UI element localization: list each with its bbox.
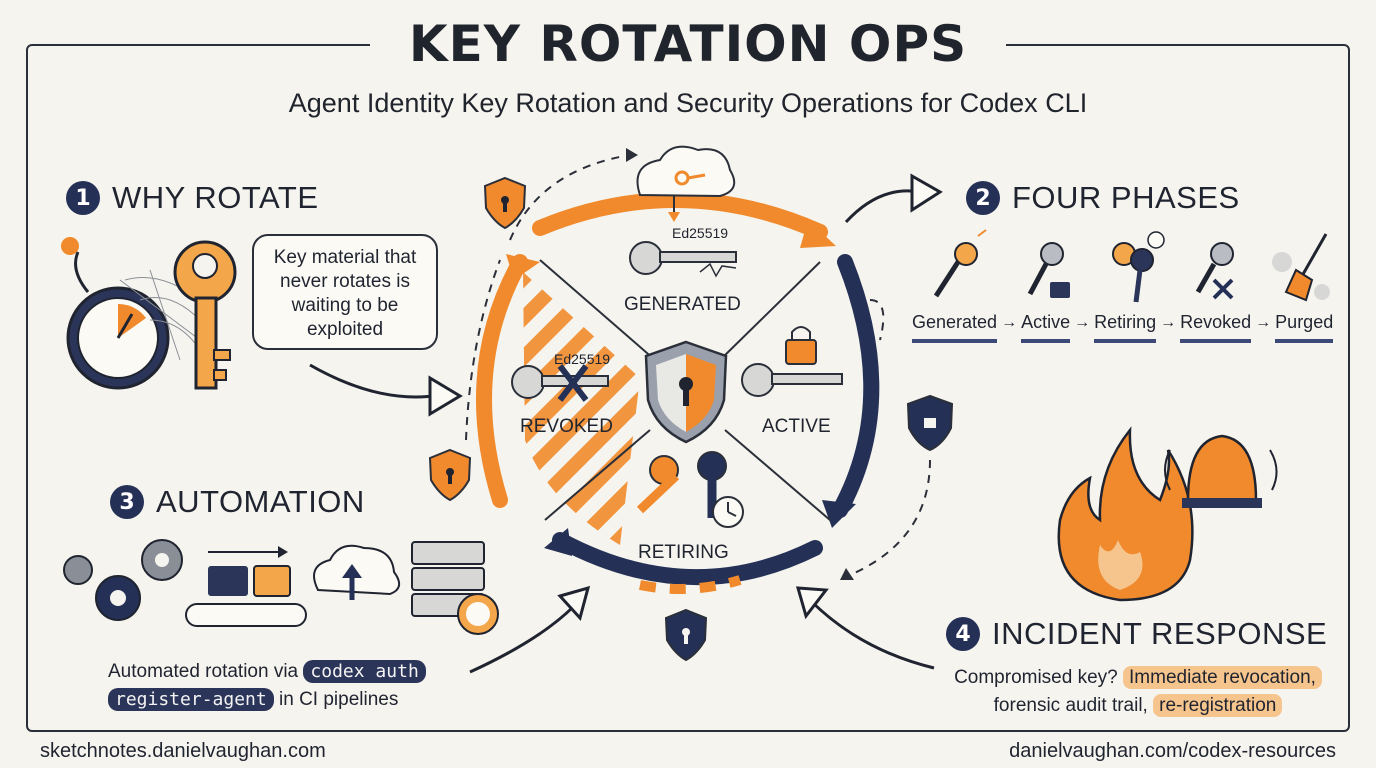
dashed-connector-head — [840, 568, 854, 580]
highlight-text: Immediate revocation, — [1123, 666, 1322, 689]
phase-label: Active — [1021, 312, 1071, 343]
shield-icon — [428, 448, 472, 502]
arrow-phases-head — [910, 173, 943, 213]
phase-revoked-icon — [1195, 242, 1234, 300]
section-title: INCIDENT RESPONSE — [992, 616, 1328, 651]
server-clock-icon — [411, 541, 499, 635]
dashed-connector — [465, 259, 501, 441]
section-number: 2 — [966, 181, 1000, 215]
caption-text: forensic audit trail, — [993, 695, 1148, 716]
arrow-why-to-cycle — [309, 363, 441, 399]
automation-caption: Automated rotation via codex auth regist… — [108, 658, 426, 714]
divider — [719, 261, 821, 361]
phase-retiring-label: RETIRING — [638, 542, 729, 563]
incident-caption: Compromised key? Immediate revocation, f… — [940, 664, 1336, 720]
section-title: FOUR PHASES — [1012, 180, 1240, 215]
dashed-connector — [869, 299, 885, 341]
arc-arrowhead-bottom — [544, 528, 572, 556]
footer-right: danielvaughan.com/codex-resources — [1009, 740, 1336, 762]
phase-purged-broom-icon — [1272, 233, 1330, 302]
section-automation-header: 3 AUTOMATION — [110, 484, 365, 520]
caption-text: Automated rotation via — [108, 661, 299, 682]
center-shield-icon — [644, 340, 728, 444]
algo-label-top: Ed25519 — [672, 225, 728, 241]
phase-sequence: Generated → Active → Retiring → Revoked … — [912, 312, 1334, 343]
shield-icon — [483, 176, 527, 230]
arc-retiring-to-revoked — [552, 532, 823, 586]
section-number: 4 — [946, 617, 980, 651]
lifecycle-diagram: Ed25519 GENERATED ACTIVE RETIRING Ed25 — [428, 145, 954, 662]
arrow-why-head — [428, 375, 463, 417]
bomb-stopwatch-icon — [61, 237, 170, 390]
arrow-automation-to-cycle — [469, 604, 576, 674]
arc-generated-to-active — [532, 192, 828, 240]
section-title: WHY ROTATE — [112, 180, 319, 215]
code-snippet: register-agent — [108, 688, 274, 711]
dashed-connector-head — [626, 148, 638, 162]
arc-active-to-retiring — [832, 254, 880, 518]
phase-generated-label: GENERATED — [624, 294, 741, 315]
phase-active-icon — [1027, 242, 1070, 298]
cloud-key-icon — [636, 145, 736, 222]
phase-label: Purged — [1275, 312, 1334, 343]
page-subtitle: Agent Identity Key Rotation and Security… — [288, 88, 1088, 118]
phase-retiring-icon — [1112, 231, 1165, 303]
algo-label-left: Ed25519 — [554, 351, 610, 367]
section-phases-header: 2 FOUR PHASES — [966, 180, 1240, 216]
arrow-incident-head — [795, 586, 829, 620]
arrow-incident-to-cycle — [808, 598, 935, 670]
divider — [724, 429, 831, 521]
retiring-keys-clock-icon — [636, 451, 744, 528]
phase-arrow: → — [1074, 313, 1091, 331]
revoked-striped-segment — [523, 272, 640, 545]
phase-generated-icon — [933, 229, 987, 298]
phase-label: Retiring — [1094, 312, 1157, 343]
section-number: 1 — [66, 181, 100, 215]
arc-revoked-to-generated — [476, 254, 528, 508]
phase-arrow: → — [1001, 313, 1018, 331]
arrow-cycle-to-phases — [844, 189, 921, 224]
gears-icon — [63, 539, 183, 621]
page-title: KEY ROTATION OPS — [408, 15, 968, 73]
arc-arrowhead-top — [800, 220, 836, 248]
shield-icon — [664, 608, 708, 662]
fire-icon — [1057, 426, 1194, 602]
old-key-icon — [173, 240, 237, 390]
highlight-text: re-registration — [1153, 694, 1283, 717]
divider — [539, 259, 656, 361]
caption-text: Compromised key? — [954, 667, 1118, 688]
code-snippet: codex auth — [303, 660, 426, 683]
dashed-connector — [509, 154, 631, 241]
footer-left: sketchnotes.danielvaughan.com — [40, 740, 326, 762]
section-incident-header: 4 INCIDENT RESPONSE — [946, 616, 1327, 652]
phase-active-label: ACTIVE — [762, 416, 831, 437]
phase-label: Generated — [912, 312, 998, 343]
arc-arrowhead-left — [506, 254, 540, 280]
title-area: KEY ROTATION OPS — [370, 10, 1006, 78]
section-title: AUTOMATION — [156, 484, 365, 519]
alarm-bell-icon — [1164, 434, 1278, 508]
section-number: 3 — [110, 485, 144, 519]
caption-text: in CI pipelines — [279, 689, 399, 710]
conveyor-icon — [185, 546, 307, 627]
phase-arrow: → — [1255, 313, 1272, 331]
cloud-upload-icon — [313, 544, 401, 600]
phase-arrow: → — [1160, 313, 1177, 331]
phase-revoked-label: REVOKED — [520, 416, 613, 437]
phase-label: Revoked — [1180, 312, 1252, 343]
speech-bubble: Key material that never rotates is waiti… — [252, 234, 438, 350]
active-key-lock-icon — [741, 326, 843, 397]
arc-arrowhead-right — [822, 500, 856, 528]
divider — [544, 429, 651, 521]
dashed-connector — [849, 459, 931, 576]
section-why-header: 1 WHY ROTATE — [66, 180, 319, 216]
revoked-key-icon — [511, 364, 609, 402]
arrow-automation-head — [557, 585, 591, 622]
shield-lock-icon — [906, 394, 954, 452]
generated-key-icon — [629, 241, 737, 278]
arc-bottom-orange-dash — [639, 575, 742, 594]
